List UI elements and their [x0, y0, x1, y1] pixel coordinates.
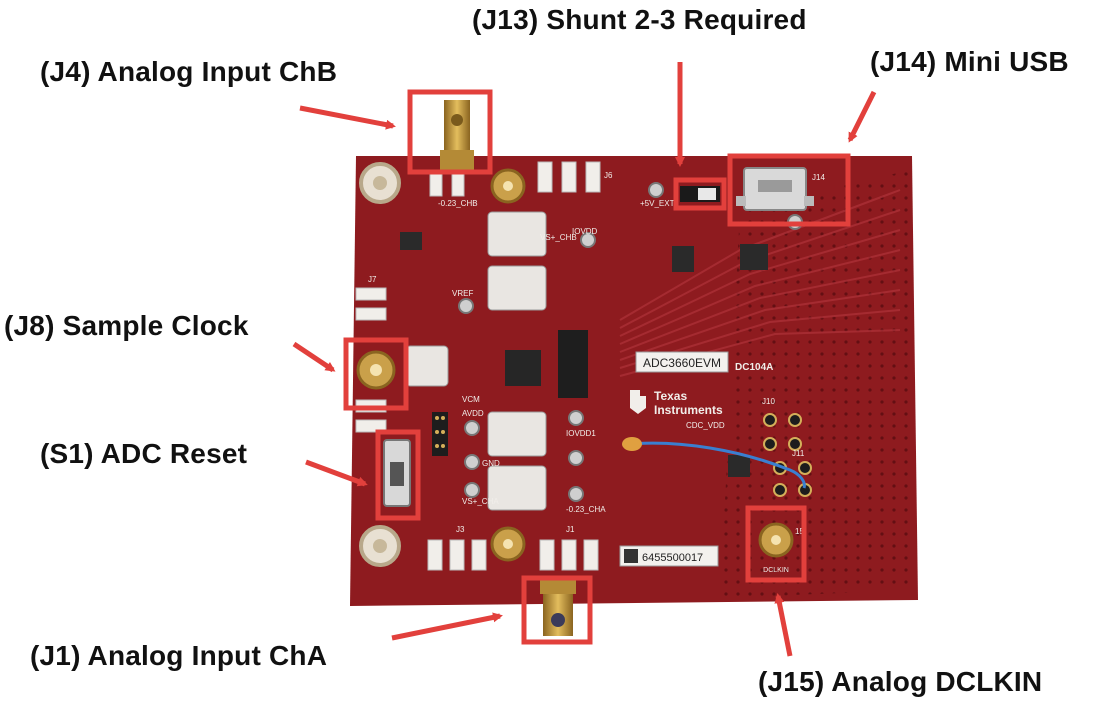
pin-header: [432, 412, 448, 456]
test-point-neg-cha: [568, 486, 584, 502]
board-id-text: DC104A: [735, 362, 773, 373]
silk-iovdd1: IOVDD1: [566, 429, 596, 438]
highlight-j13: [673, 177, 727, 211]
sma-connector-j15: [758, 522, 794, 558]
test-point-5v: [648, 182, 664, 198]
clock-ic: [728, 455, 750, 477]
board-model-text: ADC3660EVM: [643, 356, 721, 370]
test-point-avdd: [464, 420, 480, 436]
silk-vs-cha: VS+_CHA: [462, 497, 499, 506]
shunt-j13: [680, 186, 720, 202]
silk-j10: J10: [762, 397, 775, 406]
highlight-j15: [745, 505, 807, 583]
test-point-gnd: [464, 454, 480, 470]
silk-gnd: GND: [482, 459, 500, 468]
highlight-boxes: [343, 89, 851, 645]
silk-dclkin: DCLKIN: [763, 567, 789, 574]
transformer-clock: [405, 345, 449, 387]
arrow-j8: [292, 341, 336, 373]
callout-arrows: [292, 62, 877, 657]
silk-j14: J14: [812, 173, 825, 182]
mounting-holes: [359, 162, 401, 567]
pin-header-pins: [435, 416, 445, 448]
highlight-s1: [375, 429, 421, 521]
silk-iovdd: IOVDD: [572, 227, 598, 236]
transformer-chb-2: [487, 265, 547, 311]
test-point-gnd-2: [568, 450, 584, 466]
sma-connector-cha-onboard: [490, 526, 526, 562]
highlight-j14: [727, 153, 851, 227]
connector-ic: [558, 330, 588, 398]
transformers: [405, 211, 547, 511]
board-model-label: ADC3660EVM: [635, 351, 729, 373]
callout-j4: (J4) Analog Input ChB: [40, 56, 338, 87]
arrow-j15: [774, 593, 793, 657]
usb-controller-ic: [672, 246, 694, 272]
sma-connector-j4: [440, 100, 474, 172]
logo-instruments-text: Instruments: [654, 403, 723, 417]
sma-connector-j8: [356, 350, 396, 390]
ti-logo-mark: [630, 390, 646, 414]
ti-logo: Texas Instruments: [630, 389, 723, 417]
callout-j14: (J14) Mini USB: [870, 46, 1069, 77]
silk-j7: J7: [368, 275, 377, 284]
mounting-hole-center: [373, 176, 387, 190]
serial-label: 6455500017: [619, 545, 719, 567]
test-point-vref: [458, 298, 474, 314]
arrow-j1: [391, 612, 503, 641]
silk-vref: VREF: [452, 289, 473, 298]
transformer-chb-1: [487, 211, 547, 257]
adc-ic: [505, 350, 541, 386]
reset-switch-s1: [383, 439, 411, 507]
callout-j15: (J15) Analog DCLKIN: [758, 666, 1043, 697]
callout-j1: (J1) Analog Input ChA: [30, 640, 328, 671]
arrow-j14: [847, 90, 877, 143]
serial-number-text: 6455500017: [642, 552, 703, 564]
test-points: [458, 182, 803, 502]
callout-j13: (J13) Shunt 2-3 Required: [472, 4, 807, 35]
wire-solder-joint: [622, 437, 642, 451]
silk-j15: 15: [795, 527, 804, 536]
regulator-ic: [740, 244, 768, 270]
highlight-j8: [343, 337, 409, 411]
silk-j1: J1: [566, 525, 575, 534]
small-ic-chb: [400, 232, 422, 250]
header-j7-pads: [355, 287, 387, 433]
mounting-hole-center: [373, 539, 387, 553]
sma-connector-j1: [540, 578, 576, 636]
header-j1-j3-pads: [427, 539, 599, 571]
mini-usb-connector: [736, 167, 814, 211]
test-point-iovdd1: [568, 410, 584, 426]
silk-neg-chb: -0.23_CHB: [438, 199, 478, 208]
highlight-j1: [521, 575, 593, 645]
header-j6-pads: [429, 161, 601, 197]
silk-cdc-vdd: CDC_VDD: [686, 421, 725, 430]
qr-code-icon: [624, 549, 638, 563]
silk-j3: J3: [456, 525, 465, 534]
silk-j11: J11: [792, 449, 805, 458]
silk-vs-chb: VS+_CHB: [540, 233, 577, 242]
callout-s1: (S1) ADC Reset: [40, 438, 248, 469]
sma-connector-chb-onboard: [490, 168, 526, 204]
silk-plus5v: +5V_EXT: [640, 199, 675, 208]
silk-j6: J6: [604, 171, 613, 180]
transformer-cha-1: [487, 411, 547, 457]
test-point-iovdd: [580, 232, 596, 248]
integrated-circuits: [400, 232, 768, 477]
logo-texas-text: Texas: [654, 389, 687, 403]
test-point-vs-cha: [464, 482, 480, 498]
arrow-s1: [305, 459, 368, 487]
arrow-j4: [299, 105, 396, 130]
silk-avdd: AVDD: [462, 409, 484, 418]
transformer-cha-2: [487, 465, 547, 511]
callout-j8: (J8) Sample Clock: [4, 310, 249, 341]
silk-neg-cha: -0.23_CHA: [566, 505, 606, 514]
silk-vcm: VCM: [462, 395, 480, 404]
highlight-j4: [407, 89, 493, 175]
jumper-wire: [629, 441, 806, 489]
